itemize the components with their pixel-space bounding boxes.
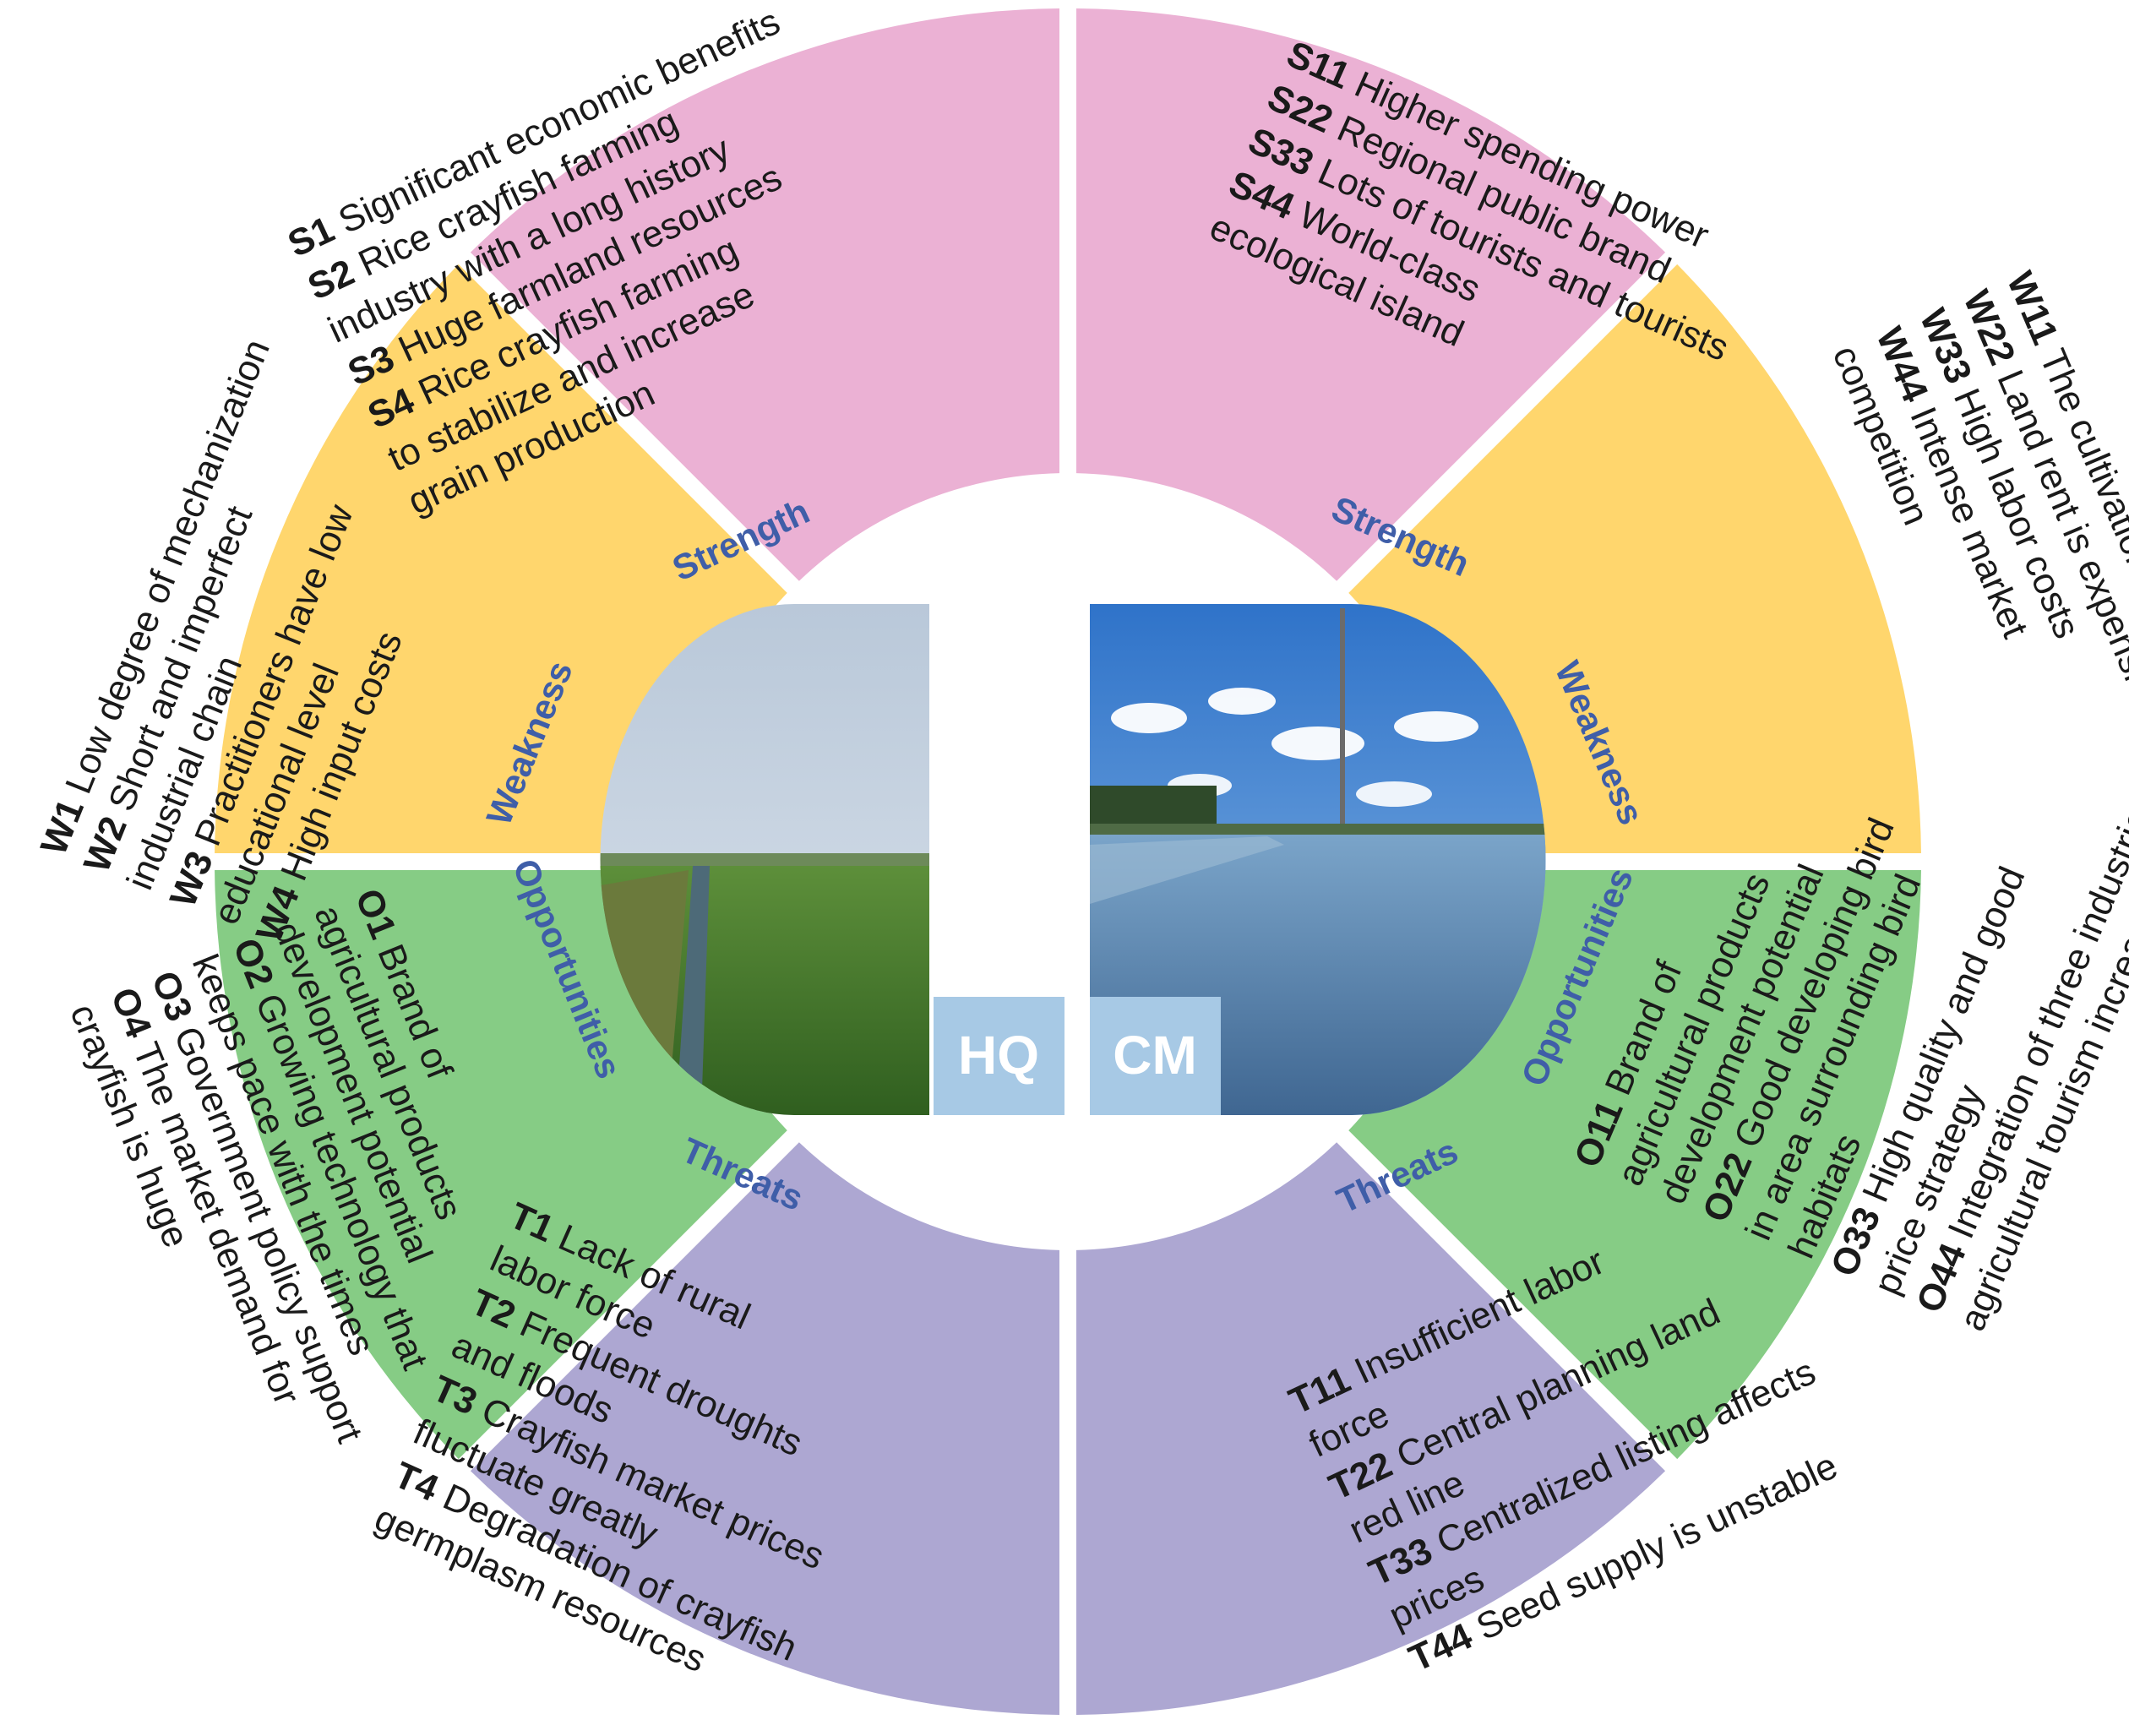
cm-label: CM (1113, 1025, 1197, 1086)
hq-label-box (934, 997, 1064, 1115)
hq-label: HQ (958, 1025, 1039, 1086)
cm-label-box (1090, 997, 1221, 1115)
left-threats-segment (470, 1142, 1060, 1715)
hq-field-photo (600, 604, 929, 1115)
right-threats-segment (1075, 1142, 1666, 1715)
left-strength-segment (470, 8, 1060, 581)
cm-pond-photo (1090, 604, 1546, 1115)
right-strength-segment (1075, 8, 1666, 581)
